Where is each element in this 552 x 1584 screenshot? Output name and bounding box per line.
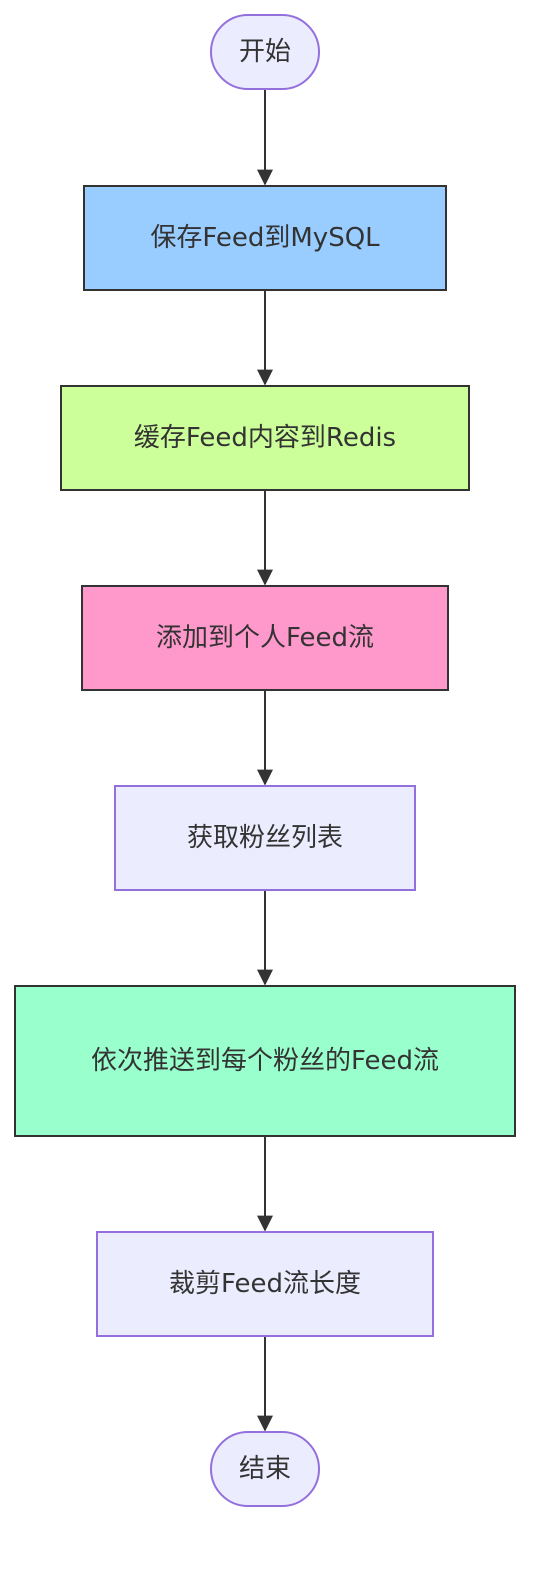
node-push-to-followers-label: 依次推送到每个粉丝的Feed流 [90,1046,440,1076]
node-save-feed-mysql-label: 保存Feed到MySQL [150,223,380,253]
node-push-to-followers: 依次推送到每个粉丝的Feed流 [14,985,516,1137]
node-add-personal-feed-label: 添加到个人Feed流 [155,623,375,653]
node-trim-feed-label: 裁剪Feed流长度 [168,1269,362,1299]
node-end: 结束 [210,1431,320,1507]
node-add-personal-feed: 添加到个人Feed流 [81,585,449,691]
node-end-label: 结束 [238,1454,291,1484]
node-cache-feed-redis: 缓存Feed内容到Redis [60,385,470,491]
node-trim-feed: 裁剪Feed流长度 [96,1231,434,1337]
node-get-followers-label: 获取粉丝列表 [186,823,343,853]
node-start-label: 开始 [238,37,291,67]
node-get-followers: 获取粉丝列表 [114,785,416,891]
node-cache-feed-redis-label: 缓存Feed内容到Redis [133,423,397,453]
node-start: 开始 [210,14,320,90]
node-save-feed-mysql: 保存Feed到MySQL [83,185,447,291]
